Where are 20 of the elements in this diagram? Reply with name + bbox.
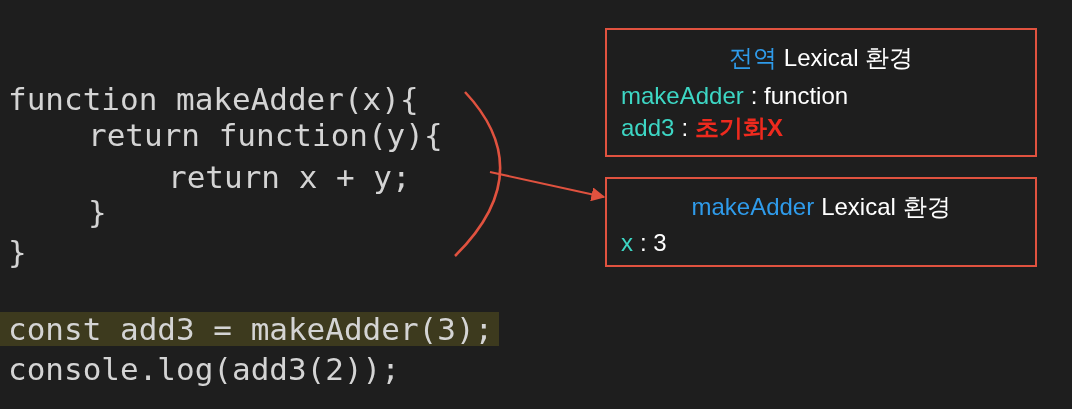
box-text: :: [681, 114, 689, 142]
code-line: return function(y){: [88, 118, 443, 152]
box-text: Lexical 환경: [783, 44, 914, 72]
environment-box: [605, 177, 1037, 267]
code-line: }: [8, 235, 27, 269]
code-line: function makeAdder(x){: [8, 82, 419, 116]
box-text: 초기화X: [695, 114, 784, 142]
box-text: Lexical 환경: [821, 193, 951, 221]
box-text: : 3: [640, 229, 667, 257]
box-text: : function: [750, 82, 849, 110]
box-text: makeAdder: [621, 82, 744, 110]
box-text: add3: [621, 114, 675, 142]
code-line: }: [88, 195, 107, 229]
arrow: [489, 171, 606, 202]
box-text: 전역: [728, 44, 777, 72]
environment-box: [605, 28, 1037, 157]
code-line: console.log(add3(2));: [8, 352, 400, 386]
box-text: makeAdder: [691, 193, 815, 221]
box-text: x: [621, 229, 633, 257]
code-line: return x + y;: [168, 160, 411, 194]
